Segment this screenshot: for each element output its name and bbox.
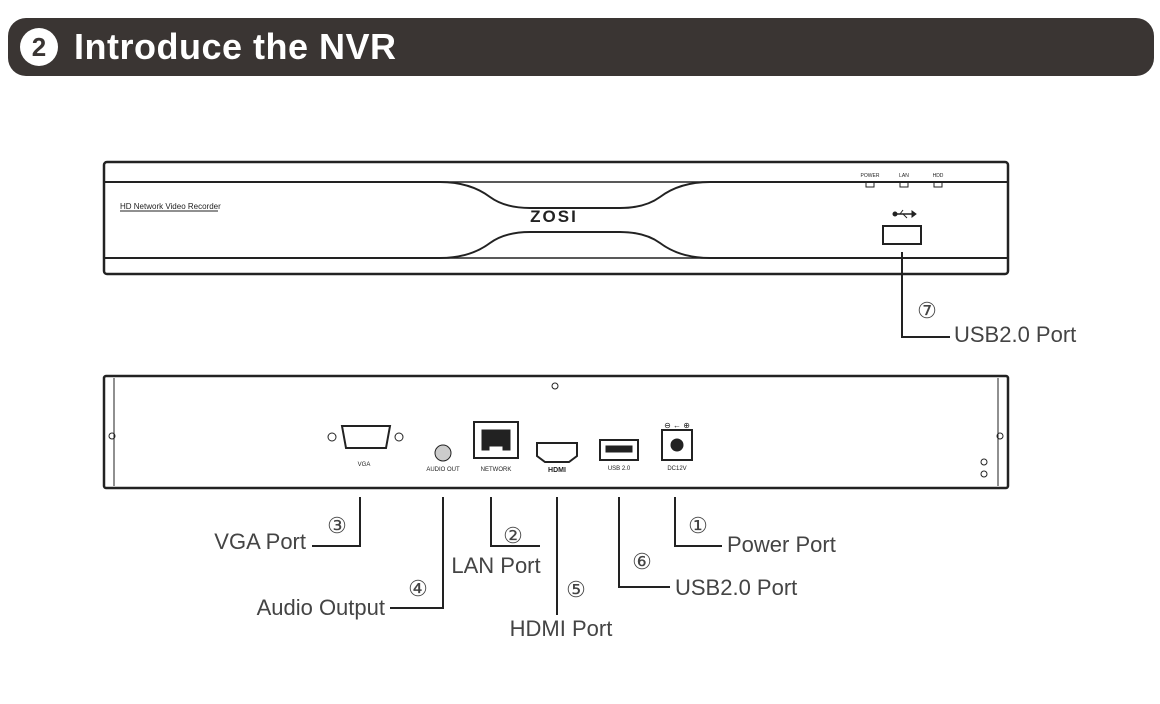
- network-port-label: NETWORK: [481, 467, 512, 473]
- section-header: 2 Introduce the NVR: [8, 18, 1154, 76]
- rear-panel: [102, 374, 1010, 490]
- hdmi-logo: HDMI: [548, 467, 566, 474]
- dc-label: DC12V: [667, 466, 686, 472]
- front-panel: [102, 160, 1010, 276]
- led-label-power: POWER: [861, 173, 880, 179]
- callout-num-usb-front: ⑦: [917, 298, 937, 323]
- callout-label-usb-front: USB2.0 Port: [954, 322, 1076, 347]
- brand-logo: ZOSI: [530, 207, 578, 226]
- callout-num-usb-rear: ⑥: [632, 549, 652, 574]
- section-title: Introduce the NVR: [74, 26, 397, 67]
- callout-num-vga: ③: [327, 513, 347, 538]
- polarity-symbol: ⊖ ← ⊕: [664, 421, 690, 430]
- callout-label-usb-rear: USB2.0 Port: [675, 575, 797, 600]
- vga-port-label: VGA: [358, 462, 371, 468]
- callout-num-hdmi: ⑤: [566, 577, 586, 602]
- callout-num-audio: ④: [408, 576, 428, 601]
- section-number-badge: 2: [20, 28, 58, 66]
- model-text: HD Network Video Recorder: [120, 202, 221, 211]
- led-label-hdd: HDD: [933, 173, 944, 179]
- callout-label-vga: VGA Port: [214, 529, 306, 554]
- callout-lines: [312, 252, 950, 615]
- callout-num-lan: ②: [503, 523, 523, 548]
- led-label-lan: LAN: [899, 173, 909, 179]
- callout-label-audio: Audio Output: [257, 595, 385, 620]
- callout-num-power: ①: [688, 513, 708, 538]
- usb-symbol-icon: [892, 209, 917, 219]
- audio-port-label: AUDIO OUT: [426, 467, 460, 473]
- callout-label-hdmi: HDMI Port: [510, 616, 613, 641]
- callout-label-lan: LAN Port: [451, 553, 540, 578]
- usb-rear-label: USB 2.0: [608, 466, 631, 472]
- callout-label-power: Power Port: [727, 532, 836, 557]
